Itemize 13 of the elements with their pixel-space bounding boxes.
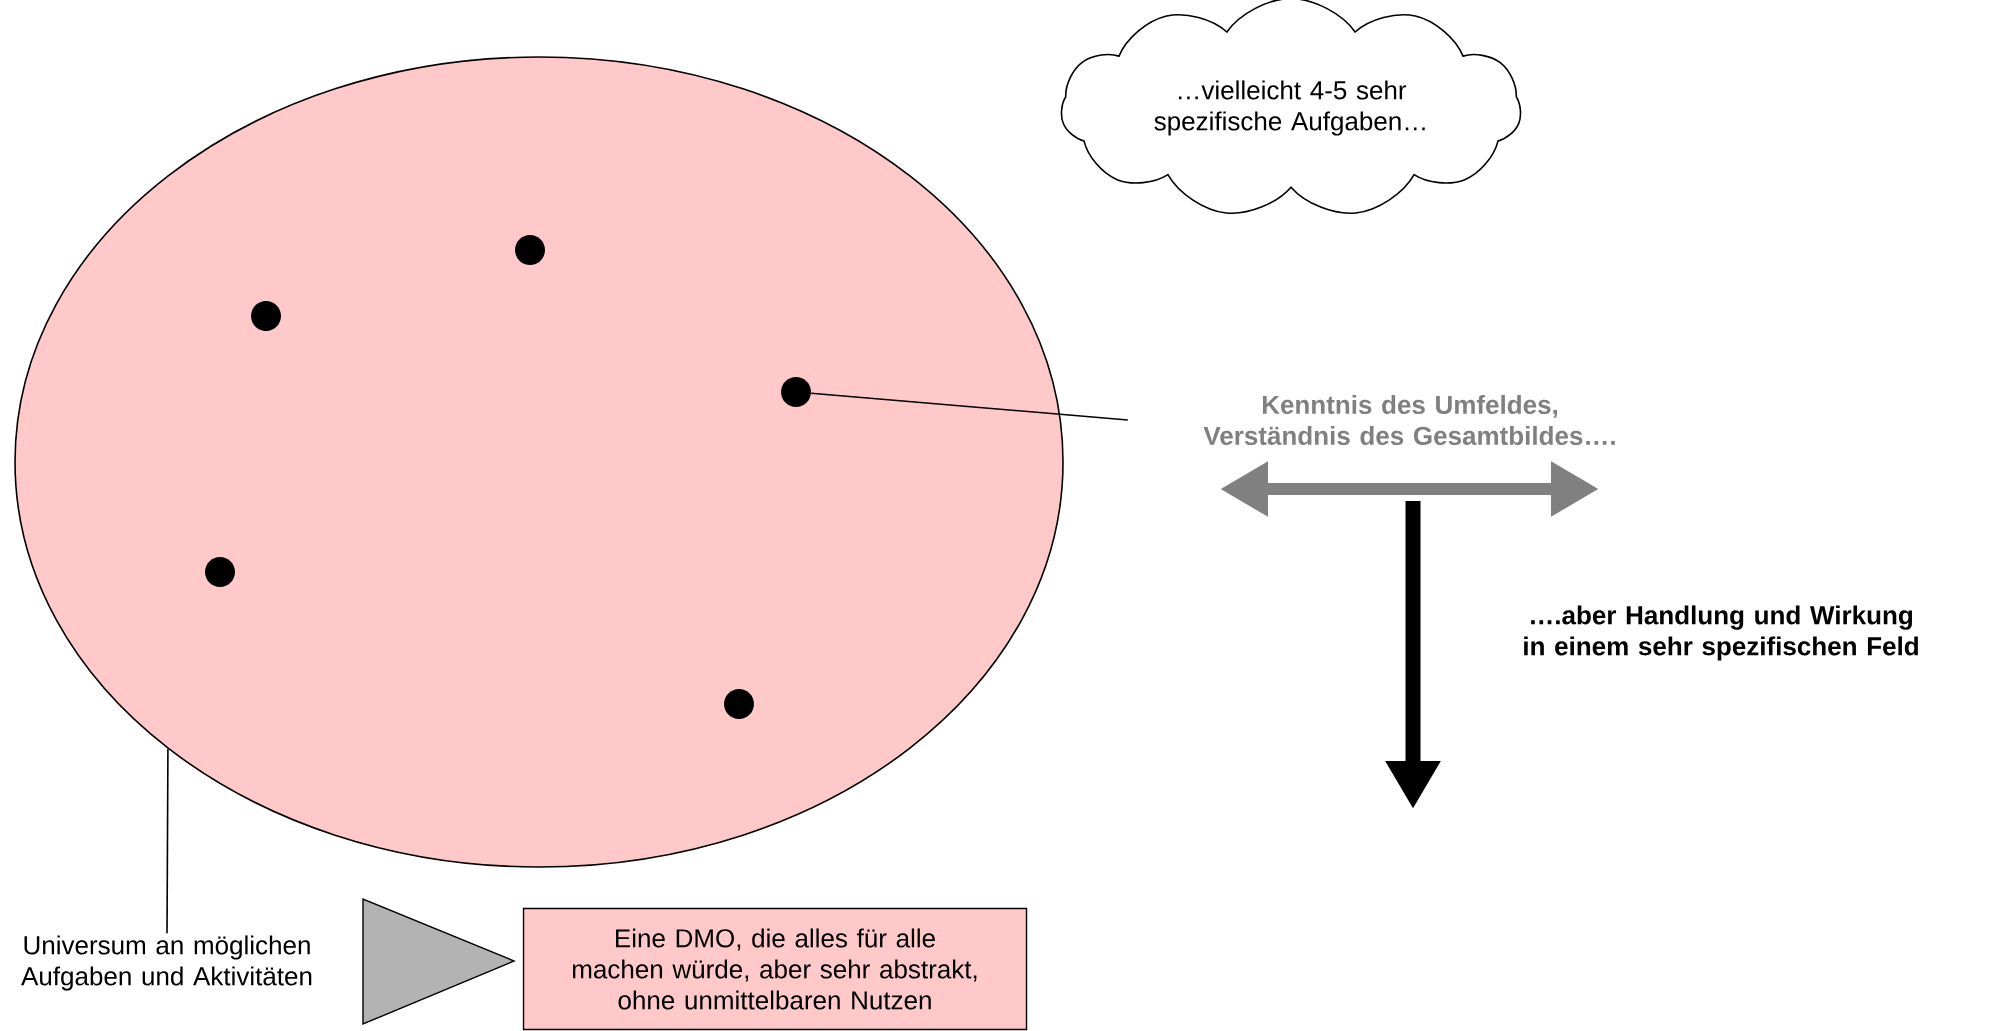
dot [515, 235, 545, 265]
caption-text: Universum an möglichen Aufgaben und Aktivitäten [21, 935, 312, 991]
leader-line [166, 748, 169, 934]
text-box: Eine DMO, die alles für alle machen würde, aber sehr abstrakt, ohne unmittelbaren Nutzen [522, 907, 1028, 1031]
dot [781, 377, 811, 407]
annotation-text: ….aber Handlung und Wirkung in einem sehr spezifischen Feld [1524, 605, 1918, 661]
dot [251, 301, 281, 331]
ellipse [14, 56, 1064, 868]
annotation-text: Kenntnis des Umfeldes, Verständnis des Gesamtbildes…. [1203, 394, 1615, 446]
dot [205, 557, 235, 587]
dot [724, 689, 754, 719]
thought-cloud: …vielleicht 4-5 sehr spezifische Aufgaben… [1060, 0, 1522, 215]
leader-line [810, 392, 1129, 421]
